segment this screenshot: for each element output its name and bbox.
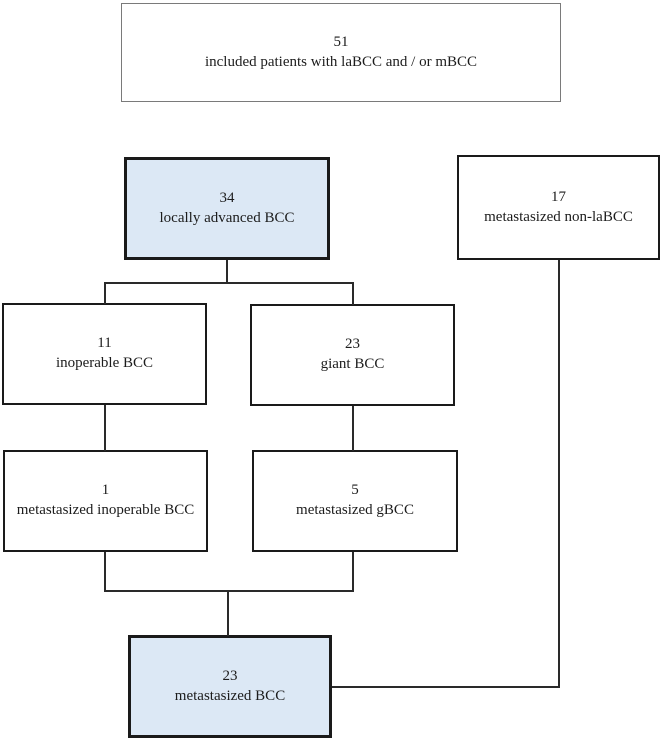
node-giant-bcc: 23 giant BCC (250, 304, 455, 406)
node-count: 11 (97, 335, 112, 352)
node-count: 23 (222, 667, 238, 684)
node-included-patients: 51 included patients with laBCC and / or… (121, 3, 561, 102)
connector-non-labcc-drop (558, 260, 560, 688)
connector-giant-to-met-gbcc (352, 406, 354, 451)
connector-merge-to-met-bcc (227, 590, 229, 636)
connector-merge-bar (104, 590, 354, 592)
node-label: inoperable BCC (55, 355, 154, 371)
node-label: metastasized BCC (174, 687, 286, 704)
connector-met-gbcc-drop (352, 552, 354, 592)
connector-met-inoperable-drop (104, 552, 106, 592)
node-label: giant BCC (320, 356, 385, 372)
node-label: metastasized gBCC (296, 502, 414, 518)
node-metastasized-bcc: 23 metastasized BCC (128, 635, 332, 738)
node-label: included patients with laBCC and / or mB… (204, 53, 478, 70)
node-label: metastasized inoperable BCC (16, 502, 195, 518)
node-metastasized-non-labcc: 17 metastasized non-laBCC (457, 155, 660, 260)
node-metastasized-inoperable-bcc: 1 metastasized inoperable BCC (3, 450, 208, 552)
connector-inoperable-to-met-inoperable (104, 405, 106, 451)
connector-to-inoperable (104, 282, 106, 304)
node-label: locally advanced BCC (159, 209, 295, 226)
node-label: metastasized non-laBCC (484, 208, 633, 225)
node-count: 51 (333, 33, 349, 50)
node-inoperable-bcc: 11 inoperable BCC (2, 303, 207, 405)
connector-labcc-stem (226, 260, 228, 284)
connector-labcc-branch-bar (104, 282, 354, 284)
node-count: 23 (345, 336, 360, 353)
node-locally-advanced-bcc: 34 locally advanced BCC (124, 157, 330, 260)
node-metastasized-gbcc: 5 metastasized gBCC (252, 450, 458, 552)
node-count: 1 (101, 482, 110, 499)
node-count: 34 (219, 189, 235, 206)
connector-to-giant (352, 282, 354, 305)
connector-non-labcc-to-met-bcc (332, 686, 560, 688)
node-count: 17 (551, 188, 566, 205)
node-count: 5 (351, 482, 359, 499)
